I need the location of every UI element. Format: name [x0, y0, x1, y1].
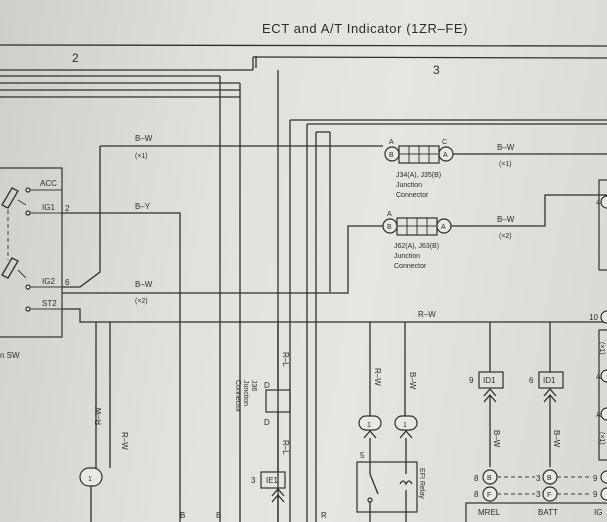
- right-letter-a1: A: [596, 374, 601, 381]
- terminal-ig1: IG1: [42, 203, 55, 212]
- id1-left-pin: 9: [469, 376, 474, 385]
- right-pin-10: 10: [589, 313, 598, 322]
- jc2-pin-a-right: A: [441, 224, 446, 231]
- junction-connector-j36: R–L D D J36 Junction Connector R–L: [234, 322, 291, 472]
- pin-2: 2: [65, 204, 70, 213]
- junction-connector-j62-j63: B A A J62(A), J63(B) Junction Connector …: [330, 194, 607, 294]
- wire-bw-id1b: B–W: [552, 430, 561, 448]
- section-number-3: 3: [433, 63, 440, 77]
- jc2-label-connector: Connector: [394, 263, 427, 270]
- ecm-connectors: 8 8 B F 3 3 B F 9 9 MREL BATT IG: [465, 469, 607, 522]
- bus-lines: [0, 70, 607, 522]
- jc1-pin-c: C: [442, 139, 447, 146]
- junction-connector-j34-j35: B A A C J34(A), J35(B) Junction Connecto…: [384, 139, 607, 199]
- ecm-label-batt: BATT: [538, 508, 558, 517]
- wire-bottom-b1: B: [180, 511, 185, 520]
- j36-pin-bottom: D: [264, 418, 270, 427]
- connector-ie1: IE1 3: [251, 471, 286, 522]
- ecm-label-mrel: MREL: [478, 508, 501, 517]
- ecm-pin-8b: 8: [474, 490, 479, 499]
- id1-right-label: ID1: [543, 376, 556, 385]
- ecm-pin-3a: 3: [536, 474, 541, 483]
- efi-connector-1a: 1: [367, 422, 371, 429]
- jc1-pin-a: A: [389, 139, 394, 146]
- right-letter-a2: A: [596, 412, 601, 419]
- wire-bw-right2-note: (×2): [499, 233, 512, 240]
- jc1-pin-b: B: [389, 152, 394, 159]
- wire-by: B–Y: [135, 202, 151, 211]
- jc2-pin-b: B: [387, 224, 392, 231]
- wire-rl-top: R–L: [281, 352, 290, 367]
- right-note-2: (×1): [598, 432, 605, 445]
- ignition-switch-label: n SW: [0, 351, 20, 360]
- right-edge-components: 4 10 A A (×1) (×1): [589, 179, 607, 461]
- ecm-letter-f-mid: F: [547, 492, 551, 499]
- connector-1-label: 1: [88, 476, 92, 483]
- jc1-part-numbers: J34(A), J35(B): [396, 172, 441, 179]
- wire-bw-top: B–W: [135, 134, 153, 143]
- ecm-pin-8a: 8: [474, 474, 479, 483]
- j36-pin-top: D: [264, 381, 270, 390]
- ecm-letter-b-left: B: [487, 475, 492, 482]
- terminal-ig2: IG2: [42, 277, 55, 286]
- connector-pin-1-left: 1: [79, 467, 103, 522]
- pin-6: 6: [65, 278, 70, 287]
- j36-label-connector: Connector: [234, 380, 241, 413]
- terminal-acc: ACC: [40, 179, 57, 188]
- diagram-title: ECT and A/T Indicator (1ZR–FE): [262, 21, 468, 36]
- section-header: 2 3: [0, 44, 607, 77]
- wire-rw-vert: R–W: [373, 368, 382, 386]
- jc1-label-connector: Connector: [396, 192, 429, 199]
- wire-bw-top-note: (×1): [135, 153, 148, 160]
- connector-id1-left: ID1 9 B–W: [469, 322, 504, 467]
- wire-bottom-r: R: [321, 511, 327, 520]
- jc1-label-junction: Junction: [396, 182, 422, 189]
- wire-bw-mid: B–W: [135, 280, 153, 289]
- ignition-wires: B–W (×1) B–Y B–W (×2) R–W R–W R–W B B: [62, 134, 607, 522]
- ignition-switch: ACC IG1 IG2 ST2 2 6 n SW: [0, 167, 70, 360]
- ecm-pin-9b: 9: [593, 490, 598, 499]
- connector-id1-right: ID1 6 B–W: [529, 322, 564, 467]
- ecm-pin-3b: 3: [536, 490, 541, 499]
- wire-bw-right1-note: (×1): [499, 161, 512, 168]
- wire-bottom-b2: B: [216, 511, 221, 520]
- section-number-2: 2: [72, 51, 79, 65]
- jc2-label-junction: Junction: [394, 253, 420, 260]
- efi-connector-1b: 1: [403, 422, 407, 429]
- wire-rl-bottom: R–L: [281, 440, 290, 455]
- wire-bw-id1a: B–W: [492, 430, 501, 448]
- ecm-pin-9a: 9: [593, 474, 598, 483]
- jc2-part-numbers: J62(A), J63(B): [394, 243, 439, 250]
- ecm-label-ig: IG: [594, 508, 602, 517]
- right-note-1: (×1): [598, 342, 605, 355]
- wire-bw-right2: B–W: [497, 215, 515, 224]
- j36-label: J36: [250, 380, 257, 391]
- wire-rw-left1: R–W: [94, 407, 103, 425]
- wire-bw-vert: B–W: [408, 372, 417, 390]
- terminal-st2: ST2: [42, 299, 57, 308]
- wire-rw-left2: R–W: [120, 432, 129, 450]
- wire-bw-right1: B–W: [497, 143, 515, 152]
- jc2-pin-a: A: [387, 211, 392, 218]
- ie1-label: IE1: [266, 476, 279, 485]
- efi-relay-label: EFI Relay: [418, 468, 425, 499]
- id1-right-pin: 6: [529, 376, 534, 385]
- j36-label-junction: Junction: [242, 380, 249, 406]
- id1-left-label: ID1: [483, 376, 496, 385]
- ecm-letter-f-left: F: [487, 492, 491, 499]
- efi-relay-area: R–W B–W 1 1 5 EFI Relay: [356, 322, 425, 522]
- jc1-pin-a-right: A: [443, 152, 448, 159]
- wire-rw-run: R–W: [418, 310, 436, 319]
- efi-relay-pin: 5: [360, 451, 365, 460]
- ie1-pin: 3: [251, 476, 256, 485]
- wire-bw-mid-note: (×2): [135, 298, 148, 305]
- ecm-letter-b-mid: B: [547, 475, 552, 482]
